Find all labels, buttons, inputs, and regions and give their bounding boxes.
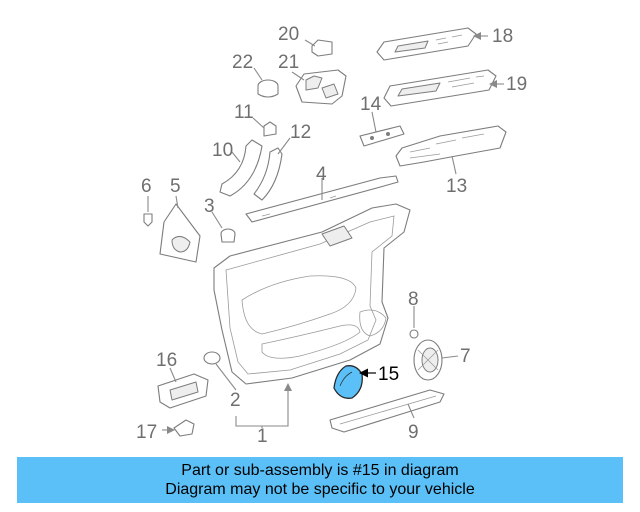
part-10-pull-handle [219, 139, 263, 197]
callout-16: 16 [156, 350, 177, 371]
callout-12: 12 [290, 122, 311, 143]
part-14-bracket [359, 125, 405, 147]
callout-8: 8 [408, 289, 419, 310]
callout-20: 20 [278, 24, 299, 45]
part-8-screw [409, 329, 419, 339]
caption-line-2: Diagram may not be specific to your vehi… [165, 481, 475, 498]
callout-2: 2 [230, 390, 241, 411]
part-17-bulb [173, 419, 195, 437]
caption-line-1: Part or sub-assembly is #15 in diagram [181, 462, 459, 479]
part-7-speaker [413, 339, 443, 381]
part-11-clip [263, 121, 277, 137]
callout-7: 7 [460, 346, 471, 367]
callout-19: 19 [506, 74, 527, 95]
callout-14: 14 [360, 94, 382, 115]
callout-4: 4 [316, 164, 327, 185]
part-1-door-panel [213, 203, 411, 385]
callout-22: 22 [232, 52, 253, 73]
callout-6: 6 [141, 176, 152, 197]
part-19-switch-bezel [383, 69, 497, 107]
callout-3: 3 [204, 196, 215, 217]
callout-9: 9 [408, 422, 419, 443]
caption-banner: Part or sub-assembly is #15 in diagram D… [17, 457, 623, 503]
callout-17: 17 [136, 422, 157, 443]
part-20-switch [311, 39, 333, 57]
part-6-screw [143, 213, 153, 227]
part-9-trim-strip [329, 389, 445, 433]
callout-18: 18 [492, 26, 513, 47]
part-5-mirror-trim [159, 203, 201, 263]
part-18-switch-bezel [376, 27, 477, 61]
callout-5: 5 [170, 176, 181, 197]
callout-13: 13 [446, 176, 467, 197]
part-3-clip [220, 228, 236, 243]
callout-15: 15 [378, 364, 399, 385]
part-22-switch [257, 79, 279, 98]
callout-1: 1 [257, 426, 268, 447]
part-15-highlighted [333, 365, 363, 399]
callout-11: 11 [234, 102, 254, 123]
callout-10: 10 [212, 140, 233, 161]
part-21-window-switch [295, 69, 347, 105]
part-16-handle [157, 373, 209, 409]
callout-21: 21 [278, 52, 299, 73]
part-13-switch-housing [395, 125, 507, 167]
part-2-clip [203, 351, 221, 365]
